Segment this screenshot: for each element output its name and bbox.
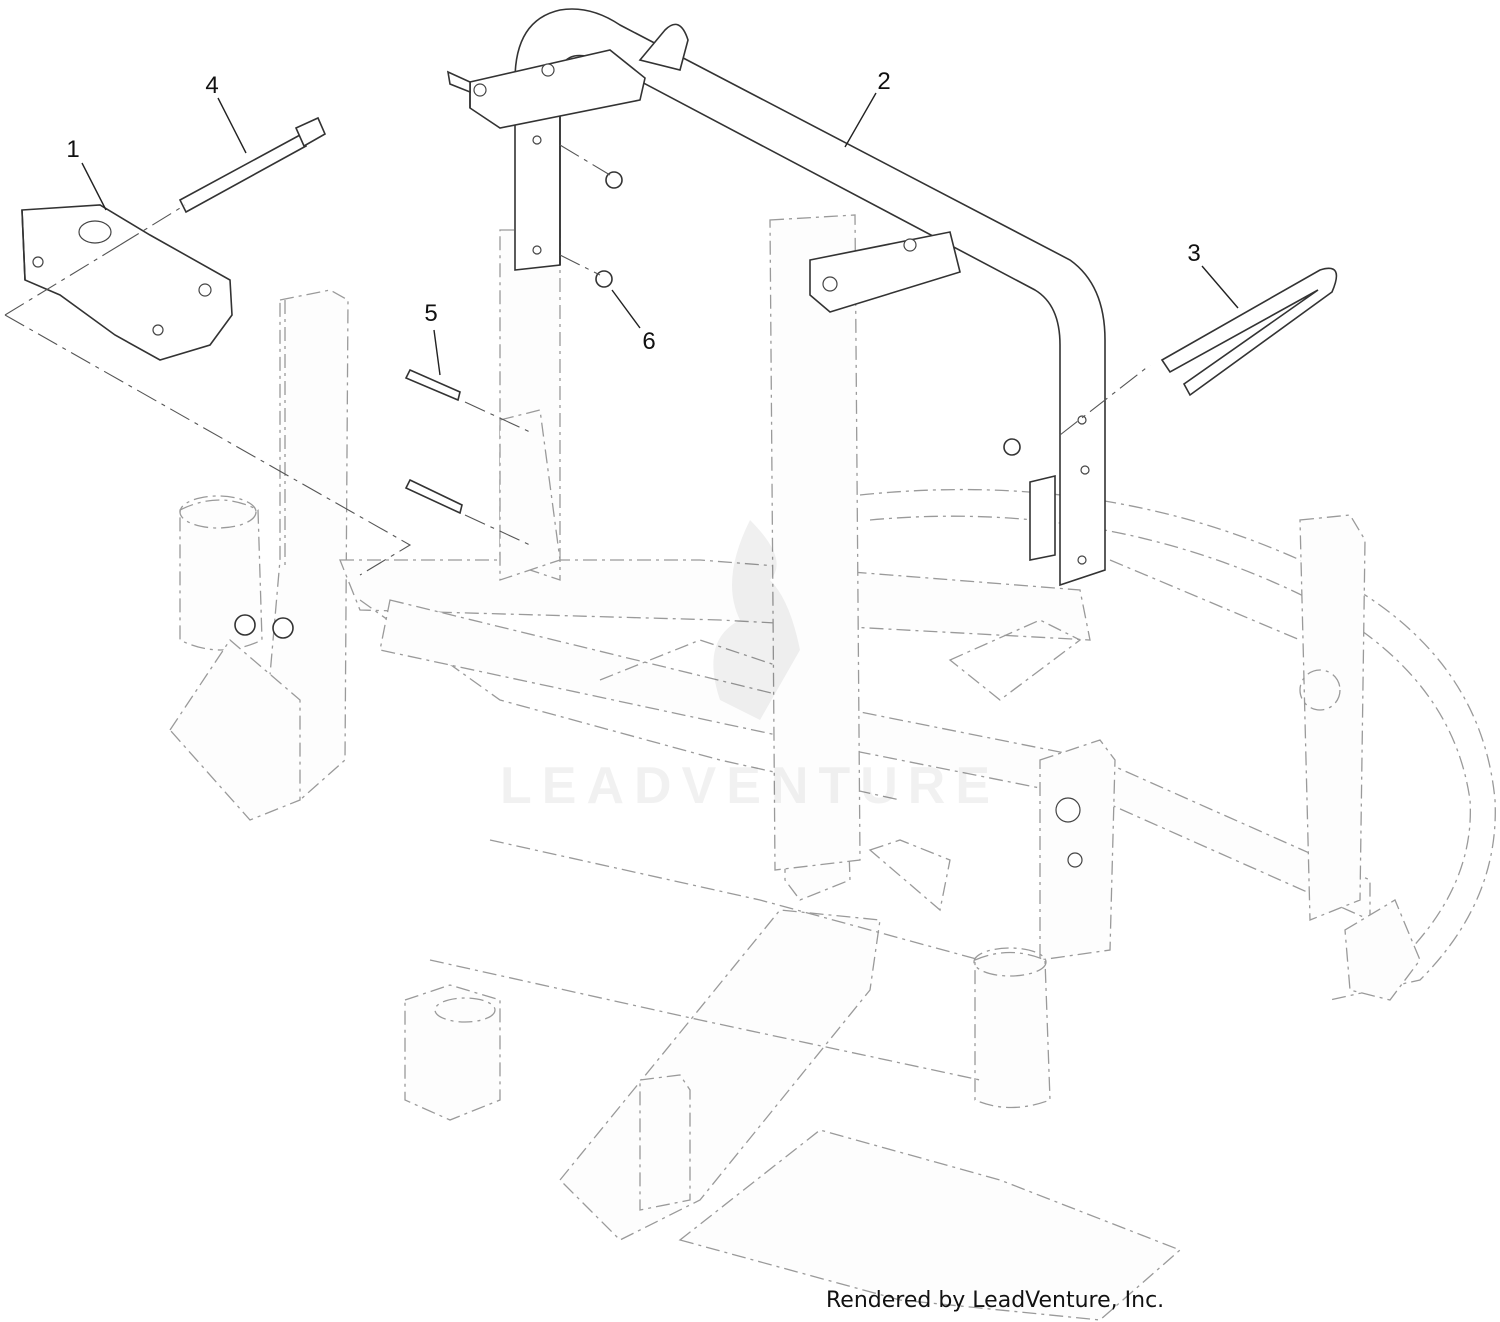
- render-credit: Rendered by LeadVenture, Inc.: [826, 1288, 1165, 1313]
- long-bolt: [178, 116, 327, 214]
- callout-4: 4: [205, 72, 219, 99]
- callout-2: 2: [877, 68, 891, 95]
- hitch-pin: [1160, 267, 1338, 397]
- flange-nuts: [234, 171, 1021, 639]
- callout-6: 6: [642, 328, 656, 355]
- callout-1: 1: [66, 136, 80, 163]
- assembly-centerlines: [4, 144, 1151, 576]
- latch-bracket: [21, 204, 233, 361]
- callout-3: 3: [1187, 240, 1201, 267]
- carriage-bolts: [404, 368, 463, 515]
- watermark-text: LEADVENTURE: [500, 757, 1001, 815]
- leader-lines: [81, 92, 1239, 376]
- callout-5: 5: [424, 300, 438, 327]
- watermark-logo: [713, 520, 800, 720]
- rops-roll-bar: [446, 8, 1106, 587]
- frame-phantom: [169, 214, 1496, 1321]
